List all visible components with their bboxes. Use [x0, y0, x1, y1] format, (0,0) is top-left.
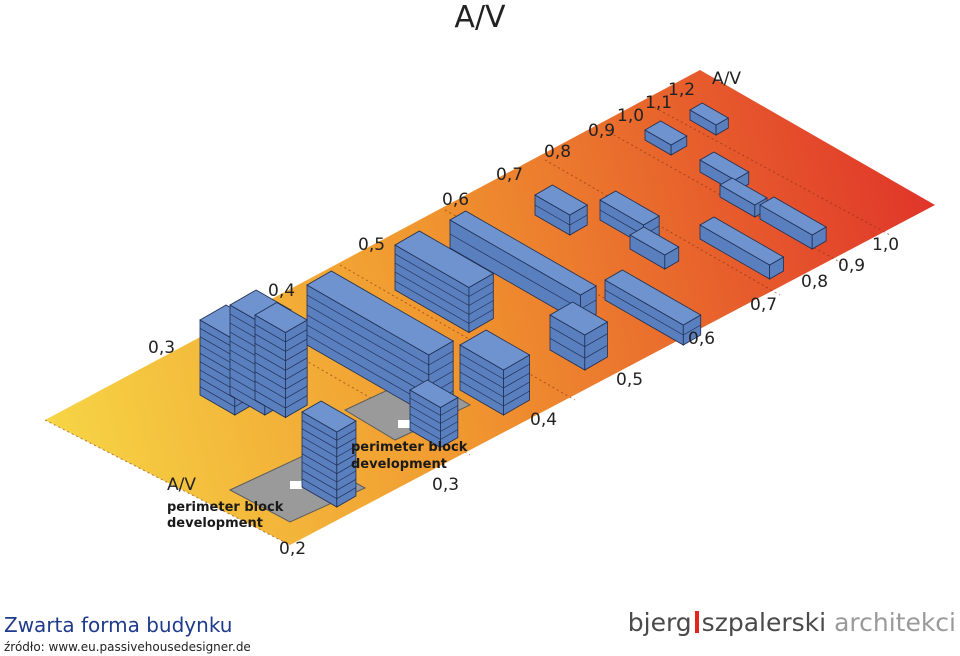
step-06 — [549, 301, 609, 371]
bottom-axis: A/V 0,2 0,3 0,4 0,5 0,6 0,7 0,8 0,9 1,0 — [167, 235, 899, 559]
block-07a — [534, 184, 589, 236]
top-value-1: 0,4 — [268, 281, 295, 301]
bottom-axis-label: A/V — [167, 475, 196, 495]
logo-part-1: bjerg — [627, 608, 692, 637]
bottom-value-2: 0,4 — [530, 410, 557, 430]
courtyard-2-void — [398, 420, 410, 428]
logo-part-3: architekci — [834, 608, 956, 637]
buildings — [199, 102, 827, 508]
top-value-2: 0,5 — [358, 235, 385, 255]
piece-f — [689, 102, 730, 136]
bottom-value-1: 0,3 — [432, 475, 459, 495]
logo-part-2: szpalerski — [701, 608, 827, 637]
logo-mark — [694, 611, 699, 633]
top-value-7: 1,0 — [617, 106, 644, 126]
tower-perimeter-2 — [409, 379, 459, 449]
top-axis: A/V 0,3 0,4 0,5 0,6 0,7 0,8 0,9 1,0 1,1 … — [148, 69, 741, 358]
slab-05 — [394, 230, 495, 334]
top-value-3: 0,6 — [442, 190, 469, 210]
bottom-value-7: 0,9 — [838, 256, 865, 276]
top-value-6: 0,9 — [588, 121, 615, 141]
note-2: perimeter block development — [351, 440, 468, 472]
block-08b — [629, 226, 680, 270]
note-1: perimeter block development — [167, 500, 284, 531]
source-line: źródło: www.eu.passivehousedesigner.de — [4, 640, 251, 654]
top-value-4: 0,7 — [496, 165, 523, 185]
top-value-9: 1,2 — [668, 80, 695, 100]
block-08a — [604, 269, 702, 346]
bottom-value-6: 0,8 — [801, 272, 828, 292]
bottom-value-3: 0,5 — [616, 370, 643, 390]
top-axis-label: A/V — [712, 69, 741, 89]
piece-d — [759, 196, 827, 250]
cube-05 — [459, 329, 531, 416]
note-1-line-2: development — [167, 516, 263, 531]
top-value-8: 1,1 — [645, 93, 672, 113]
courtyard-1-void — [290, 481, 302, 489]
note-2-line-1: perimeter block — [351, 440, 468, 455]
tower-c — [254, 302, 309, 419]
top-value-0: 0,3 — [148, 338, 175, 358]
piece-a — [644, 120, 688, 156]
top-value-5: 0,8 — [544, 142, 571, 162]
note-1-line-1: perimeter block — [167, 500, 284, 515]
tower-perimeter — [301, 400, 357, 508]
bottom-value-8: 1,0 — [872, 235, 899, 255]
bottom-value-5: 0,7 — [750, 295, 777, 315]
note-2-line-2: development — [351, 457, 447, 472]
bottom-value-4: 0,6 — [688, 329, 715, 349]
page-title: A/V — [454, 0, 506, 35]
bottom-value-0: 0,2 — [279, 539, 306, 559]
caption: Zwarta forma budynku — [4, 613, 233, 637]
piece-e — [699, 216, 785, 280]
